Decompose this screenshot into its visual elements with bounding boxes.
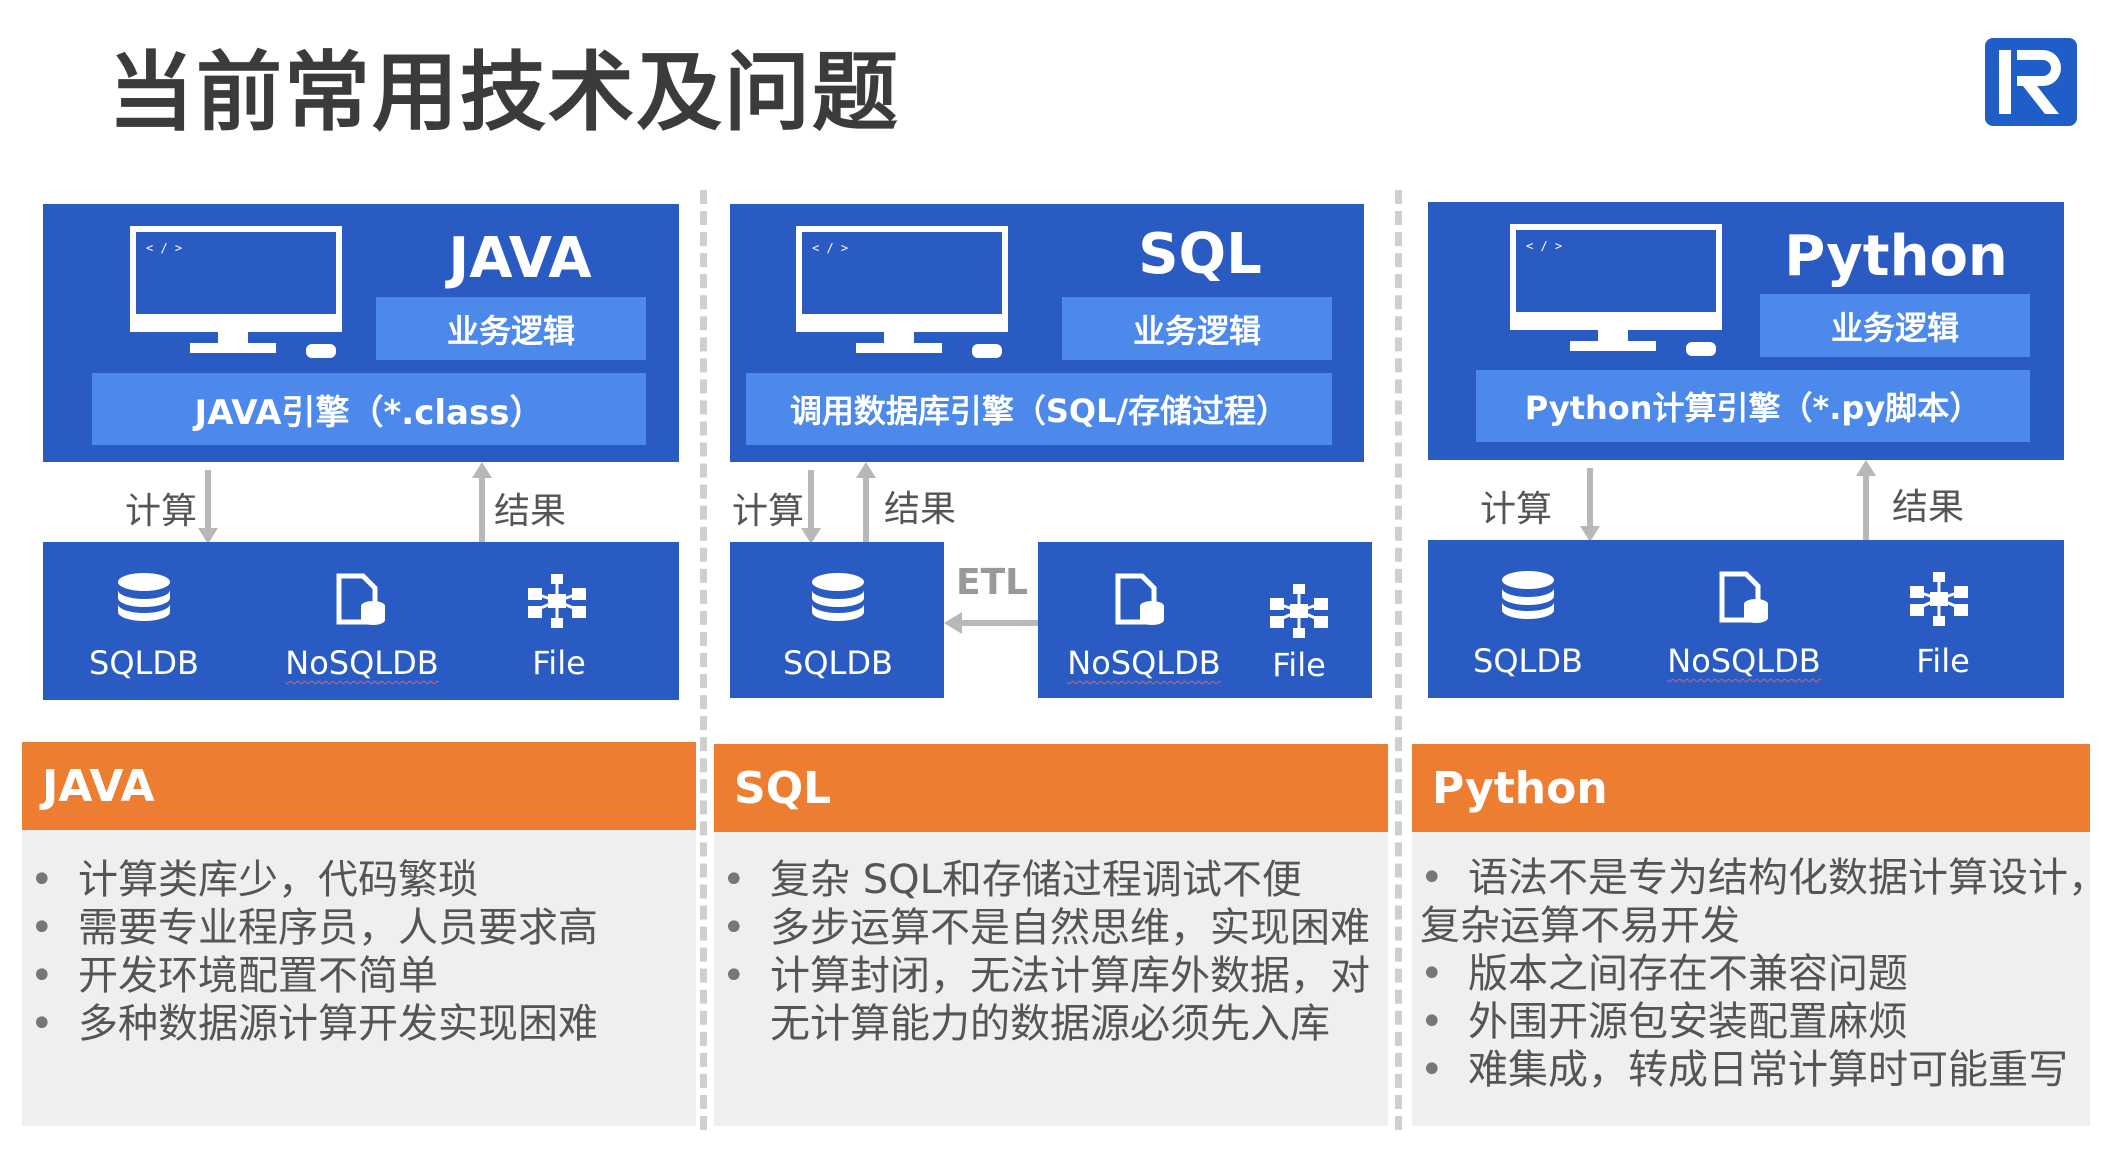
source-label-file: File: [1272, 646, 1326, 684]
up-arrow-icon: [856, 462, 876, 542]
business-logic-box: 业务逻辑: [1062, 297, 1332, 360]
business-logic-box: 业务逻辑: [1760, 294, 2030, 357]
network-file-icon: [528, 574, 586, 628]
engine-box: JAVA引擎（*.class）: [92, 373, 646, 445]
result-label: 结果: [494, 491, 567, 532]
issue-item: •计算类库少，代码繁琐: [30, 857, 478, 903]
issue-item: •需要专业程序员，人员要求高: [30, 905, 598, 951]
compute-label: 计算: [1480, 489, 1553, 530]
result-label: 结果: [1892, 487, 1965, 528]
compute-label: 计算: [732, 491, 805, 532]
source-label-nosqldb: NoSQLDB: [285, 644, 439, 682]
source-label-file: File: [1916, 642, 1970, 680]
network-file-icon: [1270, 584, 1328, 638]
source-label-sqldb: SQLDB: [1473, 642, 1583, 680]
down-arrow-icon: [801, 470, 821, 544]
issue-item: •无计算能力的数据源必须先入库: [770, 1001, 1330, 1047]
panel-title-sql: SQL: [1138, 222, 1262, 287]
engine-box: 调用数据库引擎（SQL/存储过程）: [746, 373, 1332, 445]
column-divider: [700, 190, 707, 1130]
database-icon: [812, 573, 864, 621]
issue-item: •计算封闭，无法计算库外数据，对: [722, 953, 1370, 999]
down-arrow-icon: [1580, 468, 1600, 542]
database-icon: [118, 573, 170, 621]
up-arrow-icon: [1856, 460, 1876, 540]
network-file-icon: [1910, 572, 1968, 626]
issue-item: •版本之间存在不兼容问题: [1420, 951, 1908, 997]
monitor-icon: < / >: [1510, 224, 1722, 356]
database-icon: [1502, 571, 1554, 619]
panel-title-java: JAVA: [448, 226, 592, 291]
source-label-file: File: [532, 644, 586, 682]
issues-header: SQL: [714, 744, 1388, 832]
issue-item: 复杂运算不易开发: [1420, 903, 1740, 949]
monitor-icon: < / >: [796, 226, 1008, 358]
issues-box: •计算类库少，代码繁琐 •需要专业程序员，人员要求高 •开发环境配置不简单 •多…: [22, 830, 696, 1126]
document-db-icon: [1115, 573, 1164, 625]
page-title: 当前常用技术及问题: [108, 43, 900, 143]
issues-box: •复杂 SQL和存储过程调试不便 •多步运算不是自然思维，实现困难 •计算封闭，…: [714, 832, 1388, 1126]
issue-item: •难集成，转成日常计算时可能重写: [1420, 1047, 2068, 1093]
issues-box: •语法不是专为结构化数据计算设计， 复杂运算不易开发 •版本之间存在不兼容问题 …: [1412, 832, 2108, 1126]
svg-text:< / >: < / >: [1526, 239, 1562, 253]
engine-box: Python计算引擎（*.py脚本）: [1476, 370, 2030, 442]
svg-text:< / >: < / >: [812, 241, 848, 255]
source-label-sqldb: SQLDB: [783, 644, 893, 682]
document-db-icon: [1719, 571, 1768, 623]
svg-text:< / >: < / >: [146, 241, 182, 255]
issue-item: •语法不是专为结构化数据计算设计，: [1420, 855, 2108, 901]
compute-label: 计算: [125, 491, 198, 532]
down-arrow-icon: [198, 470, 218, 544]
issues-header: JAVA: [22, 742, 696, 830]
issue-item: •多步运算不是自然思维，实现困难: [722, 905, 1370, 951]
etl-label: ETL: [956, 562, 1029, 603]
business-logic-box: 业务逻辑: [376, 297, 646, 360]
issue-item: •开发环境配置不简单: [30, 953, 438, 999]
r-logo-icon: [1985, 38, 2077, 126]
left-arrow-icon: [944, 612, 1038, 634]
issue-item: •多种数据源计算开发实现困难: [30, 1001, 598, 1047]
panel-title-python: Python: [1784, 224, 2008, 289]
issue-item: •复杂 SQL和存储过程调试不便: [722, 857, 1302, 903]
up-arrow-icon: [472, 462, 492, 542]
result-label: 结果: [884, 489, 957, 530]
column-divider: [1395, 190, 1402, 1130]
source-label-nosqldb: NoSQLDB: [1067, 644, 1221, 682]
issue-item: •外围开源包安装配置麻烦: [1420, 999, 1908, 1045]
monitor-icon: < / >: [130, 226, 342, 358]
issues-header: Python: [1412, 744, 2090, 832]
source-label-nosqldb: NoSQLDB: [1667, 642, 1821, 680]
source-label-sqldb: SQLDB: [89, 644, 199, 682]
document-db-icon: [336, 573, 385, 625]
